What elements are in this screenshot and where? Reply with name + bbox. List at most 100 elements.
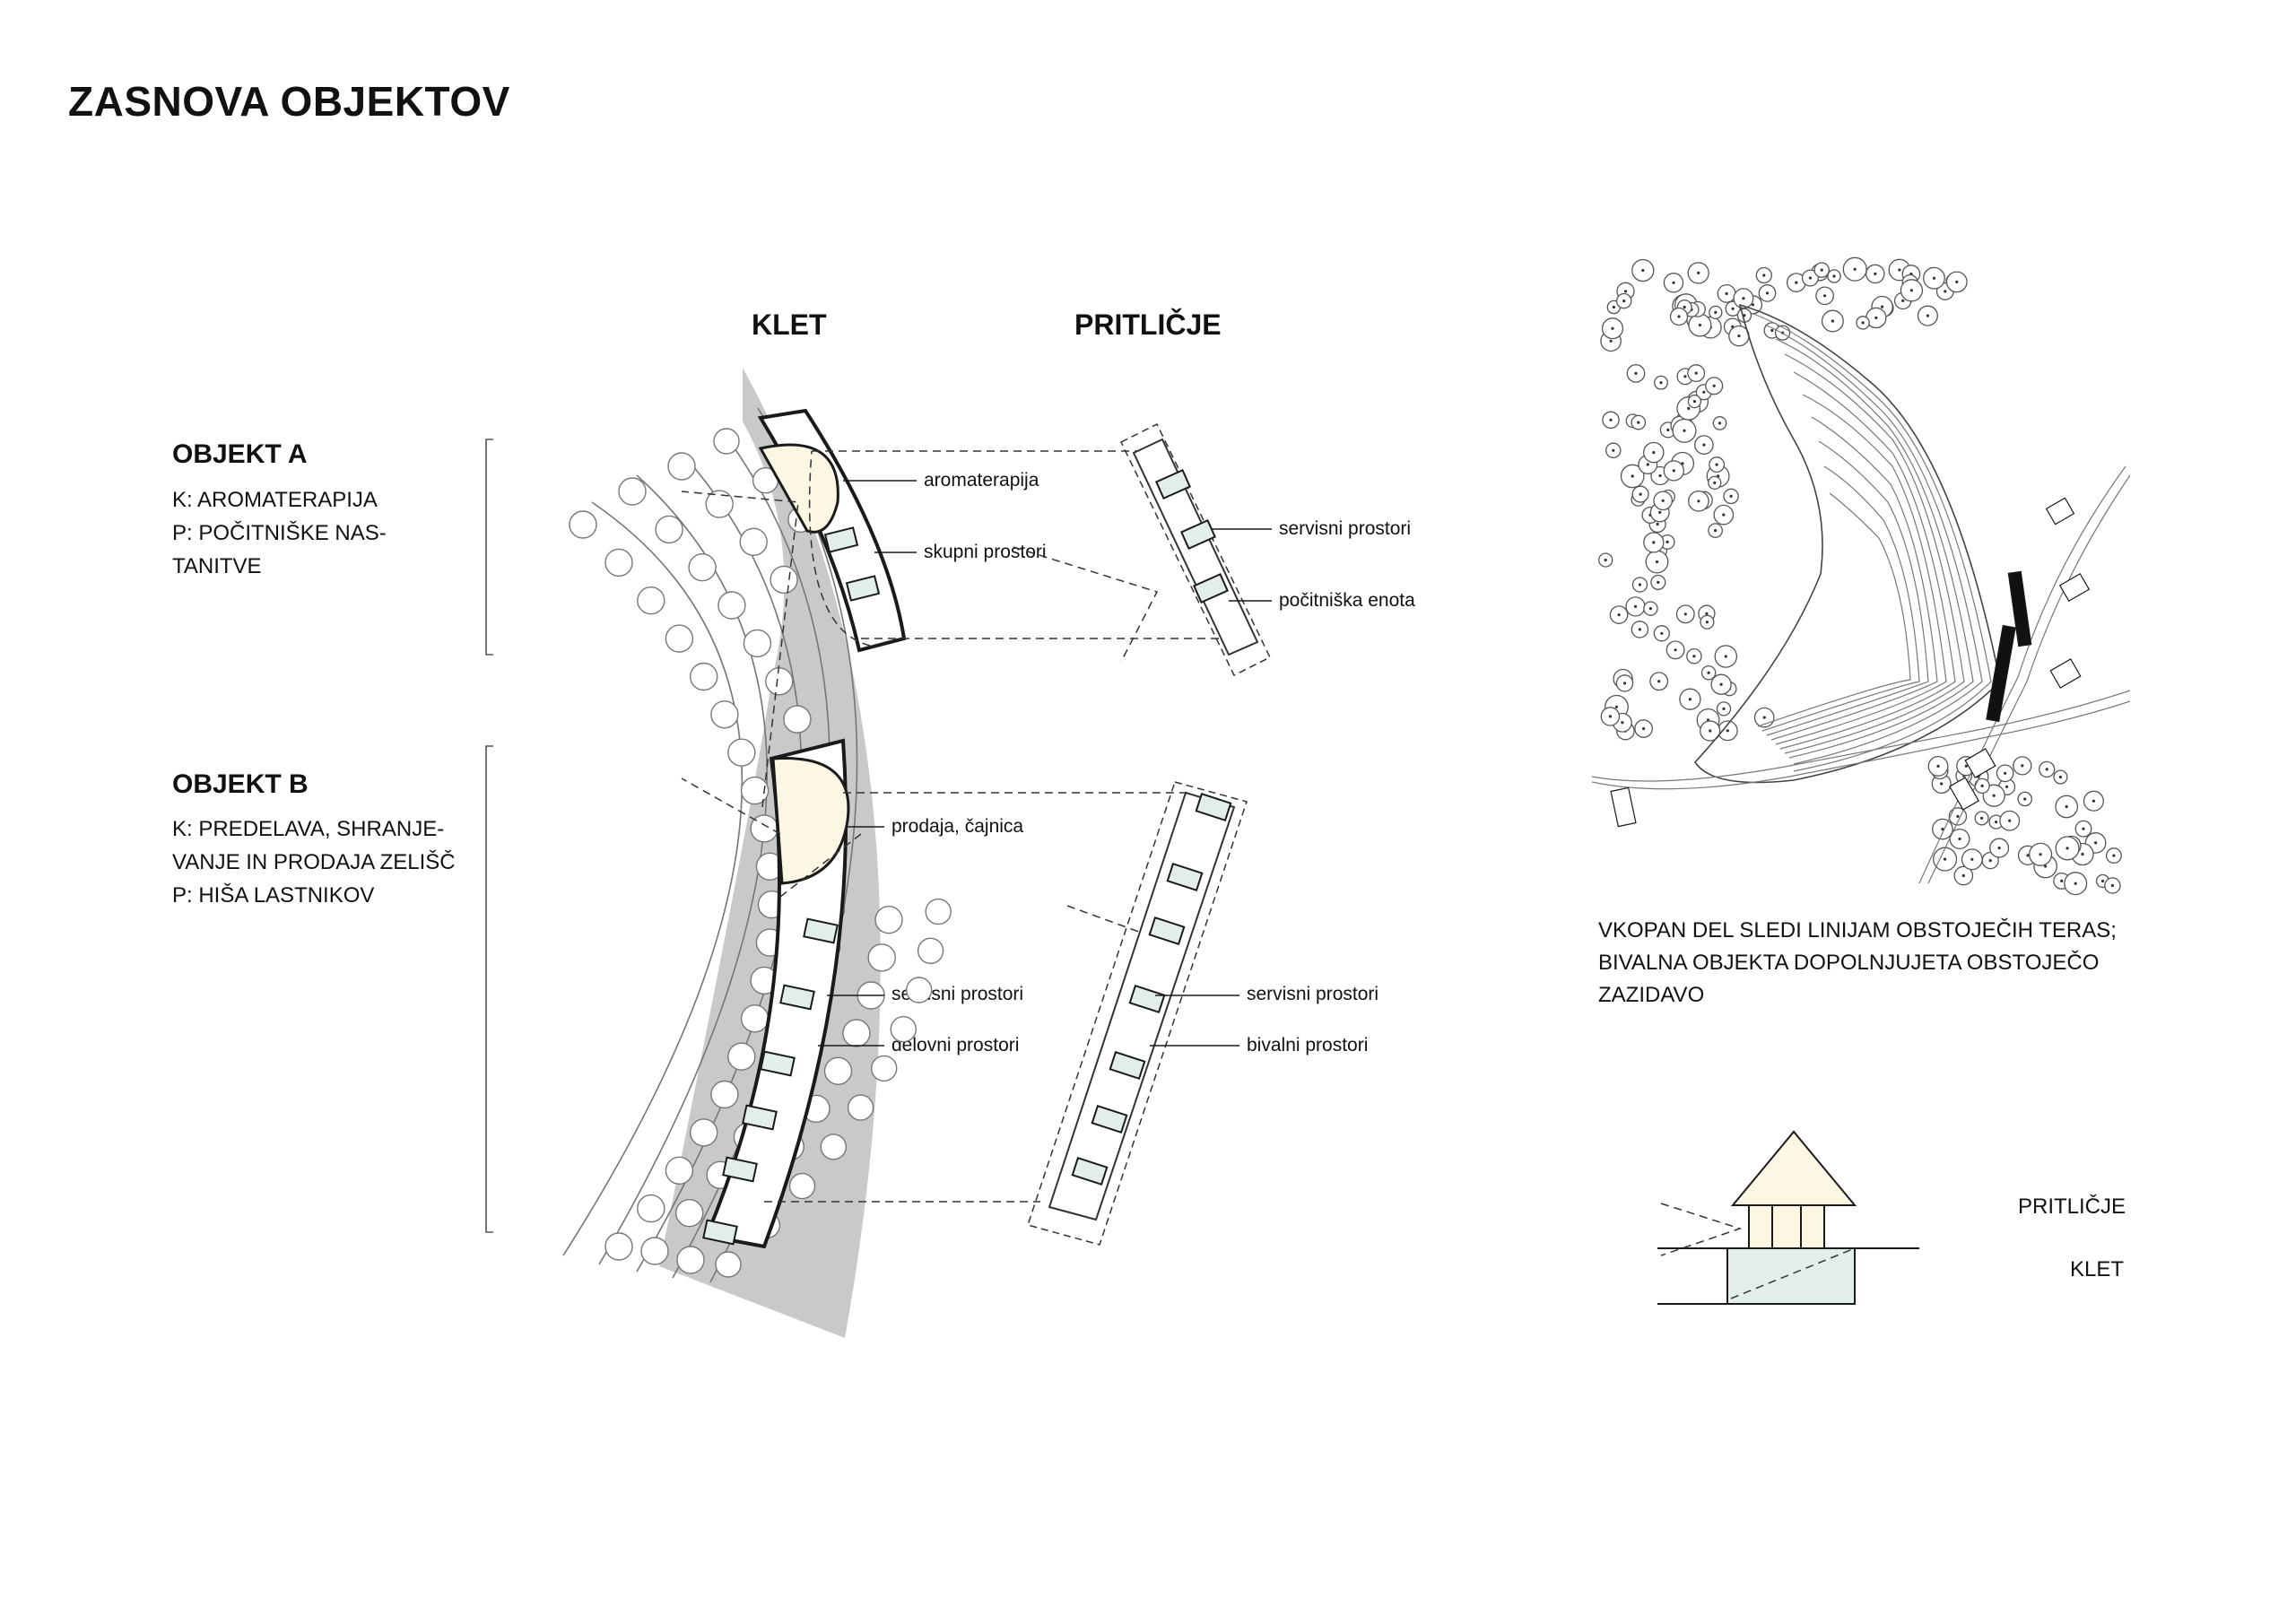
site-tree-dot — [2021, 764, 2024, 768]
site-tree-dot — [2005, 785, 2009, 789]
tree-circle — [740, 776, 770, 805]
site-tree-dot — [1692, 655, 1696, 658]
site-tree-dot — [1622, 300, 1626, 303]
tree-circle — [715, 1251, 742, 1278]
tree-circle — [917, 937, 944, 965]
site-tree-dot — [1623, 290, 1628, 293]
site-tree-dot — [2074, 882, 2077, 885]
tree-circle — [665, 624, 694, 653]
site-tree-dot — [1642, 726, 1646, 731]
site-tree-dot — [2044, 864, 2048, 868]
objekt-a-pritlicje-outline — [1132, 438, 1259, 656]
site-tree-dot — [1646, 463, 1649, 466]
site-tree-dot — [1612, 305, 1615, 309]
site-tree-dot — [1743, 314, 1746, 317]
site-tree-dot — [2039, 853, 2042, 856]
tree-circle — [847, 1094, 874, 1121]
tree-circle — [823, 1056, 853, 1086]
objekt-a-klet-semicircle — [758, 443, 839, 534]
tree-circle — [727, 738, 756, 767]
site-tree-dot — [1713, 481, 1717, 485]
objekt-a-pritlicje-dashed — [1120, 422, 1271, 677]
tree-circle — [905, 977, 933, 1003]
site-tree-dot — [2110, 883, 2114, 888]
objekt-a-klet-units — [823, 526, 881, 602]
site-tree-dot — [1683, 429, 1686, 432]
caption-line: ZAZIDAVO — [1598, 983, 1705, 1007]
objekt-a-line: TANITVE — [172, 554, 262, 578]
section-diagram — [1657, 1130, 1919, 1305]
page-title: ZASNOVA OBJEKTOV — [68, 78, 510, 125]
site-tree-dot — [1661, 499, 1665, 502]
site-tree-dot — [1956, 814, 1960, 819]
site-tree-dot — [1683, 375, 1687, 378]
tree-circle — [675, 1198, 704, 1228]
tree-circle — [637, 586, 665, 615]
site-tree-dot — [1698, 323, 1701, 327]
site-tree-dot — [1631, 474, 1634, 478]
site-tree-dot — [2023, 797, 2027, 801]
site-trees — [1598, 256, 2122, 896]
site-tree-dot — [1898, 268, 1901, 272]
caption-line: BIVALNA OBJEKTA DOPOLNJUJETA OBSTOJEČO — [1598, 951, 2100, 975]
bracket-objekt-b — [485, 745, 493, 1233]
site-tree-dot — [1742, 297, 1745, 300]
site-tree-dot — [1652, 541, 1656, 544]
site-buildings — [1610, 497, 2091, 828]
site-tree-dot — [1633, 604, 1638, 609]
site-tree-dot — [1726, 729, 1729, 733]
site-tree-dot — [1665, 540, 1669, 544]
site-tree-dot — [2004, 771, 2007, 775]
site-tree-dot — [1692, 400, 1696, 404]
site-tree-dot — [1737, 334, 1741, 338]
site-tree-dot — [1718, 421, 1722, 425]
site-tree-dot — [1958, 837, 1961, 841]
site-tree-dot — [1658, 473, 1662, 478]
tree-circle — [676, 1246, 705, 1274]
bracket-objekt-a — [485, 439, 493, 656]
site-tree-dot — [1992, 794, 1996, 797]
tree-circle — [867, 943, 896, 972]
site-tree-dot — [1634, 371, 1638, 375]
site-tree-dot — [1823, 294, 1827, 298]
tree-circle — [665, 1156, 694, 1186]
site-tree-dot — [1655, 560, 1659, 564]
upper-floor — [1748, 1204, 1825, 1249]
section-label-pritlicje: PRITLIČJE — [2018, 1194, 2126, 1219]
tree-circle — [604, 548, 633, 578]
site-tree-dot — [2066, 847, 2069, 850]
site-tree-dot — [1724, 655, 1727, 658]
site-tree-dot — [1762, 274, 1766, 277]
site-tree-dot — [1770, 328, 1774, 333]
site-tree-dot — [1961, 873, 1965, 878]
tree-circle — [765, 667, 794, 696]
site-tree-dot — [1688, 698, 1692, 701]
objekt-b-heading: OBJEKT B — [172, 769, 309, 799]
site-tree-dot — [1702, 443, 1706, 447]
site-tree-dot — [1926, 314, 1929, 317]
tree-circle — [690, 1118, 718, 1147]
tree-circle — [713, 428, 740, 455]
site-tree-dot — [1652, 451, 1656, 455]
site-plan — [1592, 256, 2130, 896]
site-tree-dot — [1955, 280, 1959, 283]
tree-circle — [820, 1134, 847, 1160]
site-tree-dot — [1609, 418, 1613, 421]
site-tree-dot — [1639, 492, 1642, 496]
site-tree-dot — [1707, 671, 1710, 674]
site-tree-dot — [1702, 390, 1706, 394]
site-tree-dot — [1683, 612, 1687, 616]
site-tree-dot — [1853, 267, 1857, 271]
site-tree-dot — [1687, 406, 1691, 410]
site-tree-dot — [2060, 879, 2064, 883]
site-tree-dot — [1874, 316, 1878, 319]
site-tree-dot — [1964, 764, 1968, 768]
tree-circle — [871, 1055, 898, 1082]
tree-circle — [727, 1042, 756, 1071]
site-tree-dot — [1657, 680, 1661, 683]
tree-circle — [690, 662, 718, 691]
objekt-a-line: K: AROMATERAPIJA — [172, 488, 378, 512]
label-servisni-prostori-a: servisni prostori — [1279, 518, 1412, 539]
tree-circle — [688, 553, 717, 582]
site-tree-dot — [1611, 326, 1614, 330]
